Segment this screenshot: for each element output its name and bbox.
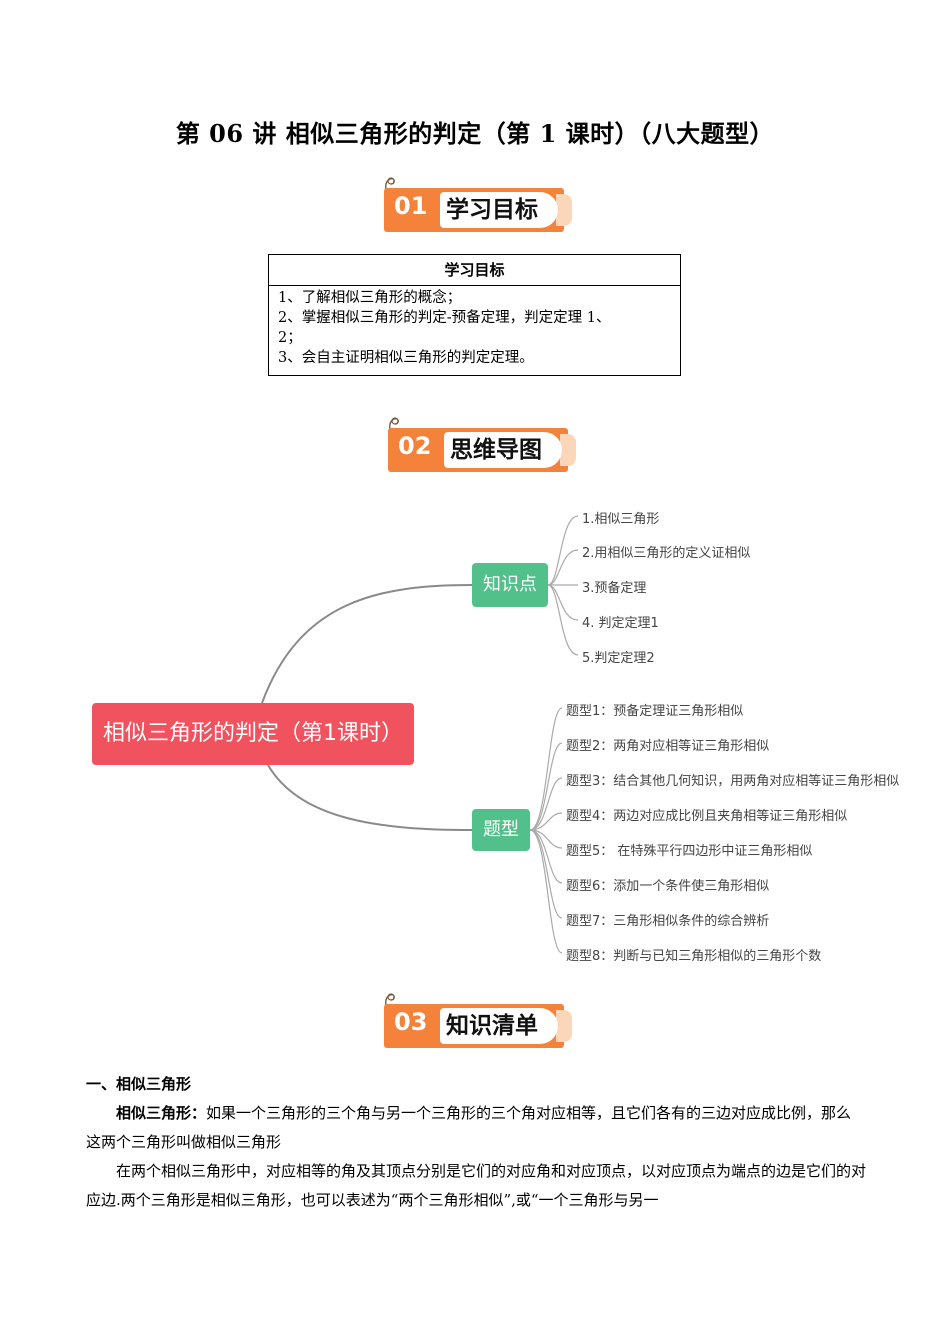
- mind-map-branch-types: 题型: [472, 809, 530, 851]
- section-banner-mindmap: 02 思维导图: [388, 414, 578, 474]
- mind-map-leaf: 5.判定定理2: [582, 651, 655, 666]
- page-title: 第 06 讲 相似三角形的判定（第 1 课时）（八大题型）: [175, 119, 775, 148]
- definition-text: 如果一个三角形的三个角与另一个三角形的三个角对应相等，且它们各有的三边对应成比例…: [86, 1104, 852, 1151]
- knowledge-content: 一、相似三角形 相似三角形：如果一个三角形的三个角与另一个三角形的三个角对应相等…: [86, 1070, 866, 1215]
- banner-label: 思维导图: [444, 432, 562, 468]
- banner-number: 03: [394, 1008, 428, 1036]
- section-banner-goals: 01 学习目标: [384, 174, 574, 234]
- mind-map-leaf: 题型4：两边对应成比例且夹角相等证三角形相似: [566, 809, 848, 824]
- mind-map-root: 相似三角形的判定（第1课时）: [92, 703, 414, 765]
- mind-map-leaf: 题型1：预备定理证三角形相似: [566, 704, 744, 719]
- goal-line: 2、掌握相似三角形的判定-预备定理，判定定理 1、: [278, 310, 611, 326]
- mind-map-leaf: 题型3：结合其他几何知识，用两角对应相等证三角形相似: [566, 774, 900, 789]
- goals-table-header: 学习目标: [269, 255, 680, 286]
- banner-label: 学习目标: [440, 192, 558, 228]
- mind-map-branch-knowledge: 知识点: [472, 563, 548, 607]
- mind-map-leaf: 3.预备定理: [582, 581, 647, 596]
- goals-table: 学习目标 1、了解相似三角形的概念； 2、掌握相似三角形的判定-预备定理，判定定…: [268, 254, 681, 376]
- section-heading: 一、相似三角形: [86, 1075, 192, 1093]
- definition-term: 相似三角形：: [116, 1104, 207, 1122]
- goal-line: 2；: [278, 330, 302, 346]
- mind-map-leaf: 题型6：添加一个条件使三角形相似: [566, 879, 770, 894]
- banner-number: 01: [394, 192, 428, 220]
- section-banner-knowledge: 03 知识清单: [384, 990, 574, 1050]
- banner-number: 02: [398, 432, 432, 460]
- mind-map-leaf: 1.相似三角形: [582, 512, 660, 527]
- goal-line: 1、了解相似三角形的概念；: [278, 290, 462, 306]
- banner-label: 知识清单: [440, 1008, 558, 1044]
- mind-map: 相似三角形的判定（第1课时） 知识点 题型 1.相似三角形 2.用相似三角形的定…: [0, 490, 950, 980]
- mind-map-leaf: 题型8：判断与已知三角形相似的三角形个数: [566, 949, 822, 964]
- goal-line: 3、会自主证明相似三角形的判定定理。: [278, 350, 534, 366]
- mind-map-leaf: 题型2：两角对应相等证三角形相似: [566, 739, 770, 754]
- body-paragraph: 在两个相似三角形中，对应相等的角及其顶点分别是它们的对应角和对应顶点，以对应顶点…: [86, 1162, 867, 1209]
- mind-map-connectors: [261, 515, 579, 954]
- mind-map-leaf: 题型7：三角形相似条件的综合辨析: [566, 914, 770, 929]
- mind-map-leaf: 4. 判定定理1: [582, 616, 659, 631]
- mind-map-leaf: 题型5： 在特殊平行四边形中证三角形相似: [566, 844, 813, 859]
- definition-paragraph: 相似三角形：如果一个三角形的三个角与另一个三角形的三个角对应相等，且它们各有的三…: [86, 1099, 866, 1157]
- mind-map-leaf: 2.用相似三角形的定义证相似: [582, 546, 751, 561]
